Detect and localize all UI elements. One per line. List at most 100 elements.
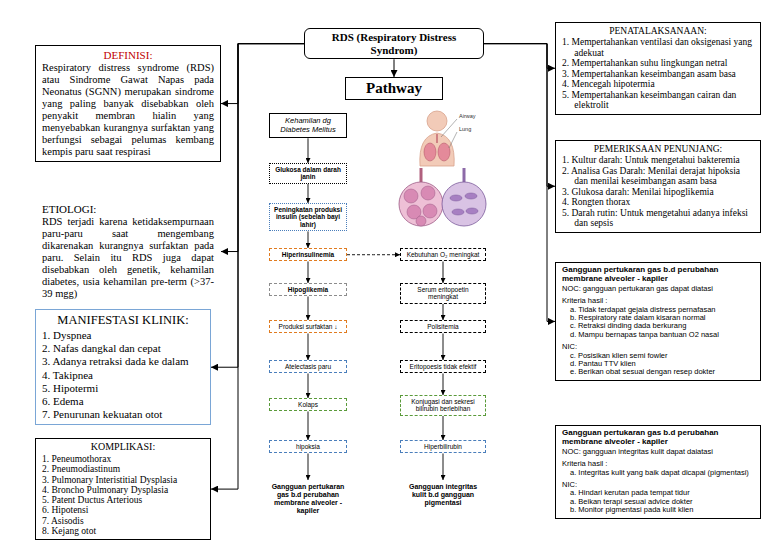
connector [308, 261, 309, 283]
alveolus [450, 195, 462, 201]
node-ncpnoc-text: NOC: gangguan pertukaran gas dapat diata… [562, 285, 754, 293]
alveolus [465, 193, 477, 199]
node-item-text: 6. Edema [42, 395, 204, 408]
diagnosis-box: Gangguan pertukaran gas b.d perubahan me… [263, 480, 353, 518]
node-text: RDS (Respiratory Distress Syndrom) [311, 31, 477, 56]
node-item-text: 2. Nafas dangkal dan cepat [42, 342, 204, 355]
trachea [436, 134, 437, 143]
title-box: RDS (Respiratory Distress Syndrom) [304, 28, 484, 59]
connector [308, 184, 309, 203]
node-item-text: 1. Kultur darah: Untuk mengetahui bakter… [562, 155, 754, 165]
node-headred-text: DEFINISI: [42, 49, 214, 62]
node-item-text: 5. Patent Ductus Arterious [42, 495, 204, 505]
node-ncpitem-text: b. Respiratory rate dalam kisaran normal [562, 314, 754, 322]
node-text: Peningkatan produksi insulin (sebelah ba… [273, 206, 343, 228]
process-box: Eritopoesis tidak efektif [400, 360, 486, 373]
pathway-box: Pathway [345, 77, 443, 100]
node-item-text: 3. Pulmonary Interistitial Dysplasia [42, 475, 204, 485]
node-para-text: Respiratory distress syndrome (RDS) atau… [42, 62, 214, 159]
connector [443, 304, 444, 320]
complication-box: KOMPLIKASI:1. Peneumothorax2. Pneumodias… [35, 438, 211, 540]
node-text: Hiperbilirubin [404, 443, 482, 450]
node-ncptitle-text: Gangguan pertukaran gas b.d perubahan me… [562, 266, 754, 284]
node-item-text: 2. Analisa Gas Darah: Menilai derajat hi… [562, 166, 754, 187]
lung-right [438, 143, 450, 161]
node-text: Gangguan integritas kulit b.d gangguan p… [402, 483, 484, 507]
node-text: Pathway [350, 80, 438, 97]
node-ncpitem-text: a. Beikan terapi sesuai advice dokter [562, 498, 754, 506]
connector [308, 231, 309, 248]
connector [221, 44, 304, 104]
connector [394, 59, 395, 77]
connector-group [211, 44, 555, 489]
connector [443, 416, 444, 440]
node-ncpitem-text: b. Monitor pigmentasi pada kulit klien [562, 506, 754, 514]
manifestation-box: MANIFESTASI KLINIK:1. Dyspnea2. Nafas da… [35, 309, 211, 425]
infant-illustration [420, 111, 457, 166]
node-text: Hipoglikemia [273, 286, 343, 293]
connector [443, 261, 444, 283]
node-text: Kebutuhan O₂ meningkat [404, 251, 482, 258]
diagnosis-box: Gangguan integritas kulit b.d gangguan p… [398, 480, 488, 510]
connector [484, 44, 555, 69]
node-item-text: 4. Broncho Pulmonary Dysplasia [42, 485, 204, 495]
node-ncpitem-text: a. Tidak terdapat gejala distress pernaf… [562, 306, 754, 314]
care-plan-box: Gangguan pertukaran gas b.d perubahan me… [555, 262, 761, 381]
node-ncphead-text: NIC: [562, 343, 754, 351]
connector [308, 453, 309, 480]
node-item-text: 7. Penurunan kekuatan otot [42, 408, 204, 421]
alveolus [421, 186, 435, 200]
node-item-text: 3. Adanya retraksi dada ke dalam [42, 355, 204, 368]
alveolus [466, 208, 478, 214]
connector [211, 44, 304, 489]
node-head-text: KOMPLIKASI: [42, 442, 204, 453]
process-box: Produksi surfaktan ↓ [269, 320, 347, 333]
infant-head [427, 111, 447, 131]
process-box: Kolaps [269, 398, 347, 411]
node-head-text: PENATALAKSANAAN: [562, 26, 754, 36]
infant-torso [420, 133, 454, 166]
node-headleft-text: ETIOLOGI: [42, 203, 214, 216]
process-box: Hiperinsulinemia [269, 248, 347, 261]
connector [443, 373, 444, 395]
alveoli-collapsed [442, 182, 486, 226]
node-text: Serum eritopoetin meningkat [404, 286, 482, 301]
alveoli-normal [399, 182, 443, 226]
process-box: Glukosa dalam darah janin [269, 163, 347, 184]
leader-line [449, 132, 457, 148]
node-item-text: 2. Pneumodiastinum [42, 464, 204, 474]
node-text: Hiperinsulinemia [273, 251, 343, 258]
node-text: Gangguan pertukaran gas b.d perubahan me… [267, 483, 349, 515]
node-item-text: 1. Dyspnea [42, 329, 204, 342]
node-ncpitem-text: d. Mampu bernapas tanpa bantuan O2 nasal [562, 331, 754, 339]
node-ncptitle-text: Gangguan pertukaran gas b.d perubahan me… [562, 429, 754, 447]
connector [308, 296, 309, 320]
node-item-text: 1. Mempertahankan ventilasi dan oksigena… [562, 37, 754, 58]
node-item-text: 8. Kejang otot [42, 526, 204, 536]
node-item-text: 4. Rongten thorax [562, 197, 754, 207]
node-ncphead-text: Kriteria hasil : [562, 297, 754, 305]
etiology-box: ETIOLOGI:RDS terjadi karena ketidaksempu… [35, 200, 221, 303]
leader-line [441, 119, 457, 137]
node-item-text: 5. Hipotermi [42, 382, 204, 395]
connector [347, 254, 400, 255]
node-item-text: 7. Asisodis [42, 516, 204, 526]
node-text: Glukosa dalam darah janin [273, 166, 343, 181]
process-box: Kebutuhan O₂ meningkat [400, 248, 486, 261]
node-text: Polisitemia [404, 323, 482, 330]
connector [443, 453, 444, 480]
process-box: Polisitemia [400, 320, 486, 333]
connector [308, 373, 309, 398]
node-ncphead-text: NIC: [562, 481, 754, 489]
part-label: Airway [459, 114, 476, 120]
process-box: Serum eritopoetin meningkat [400, 283, 486, 304]
node-item-text: 4. Takipnea [42, 369, 204, 382]
cause-box: Kehamilan dg Diabetes Melitus [269, 113, 347, 138]
node-text: hipoksia [273, 443, 343, 450]
node-text: Konjugasi dan sekresi bilirubin berlebih… [404, 398, 482, 413]
bronchiole [420, 168, 423, 182]
node-head-text: MANIFESTASI KLINIK: [42, 313, 204, 328]
node-ncpitem-text: c. Retraksi dinding dada berkurang [562, 322, 754, 330]
node-head-text: PEMERIKSAAN PENUNJANG: [562, 144, 754, 154]
